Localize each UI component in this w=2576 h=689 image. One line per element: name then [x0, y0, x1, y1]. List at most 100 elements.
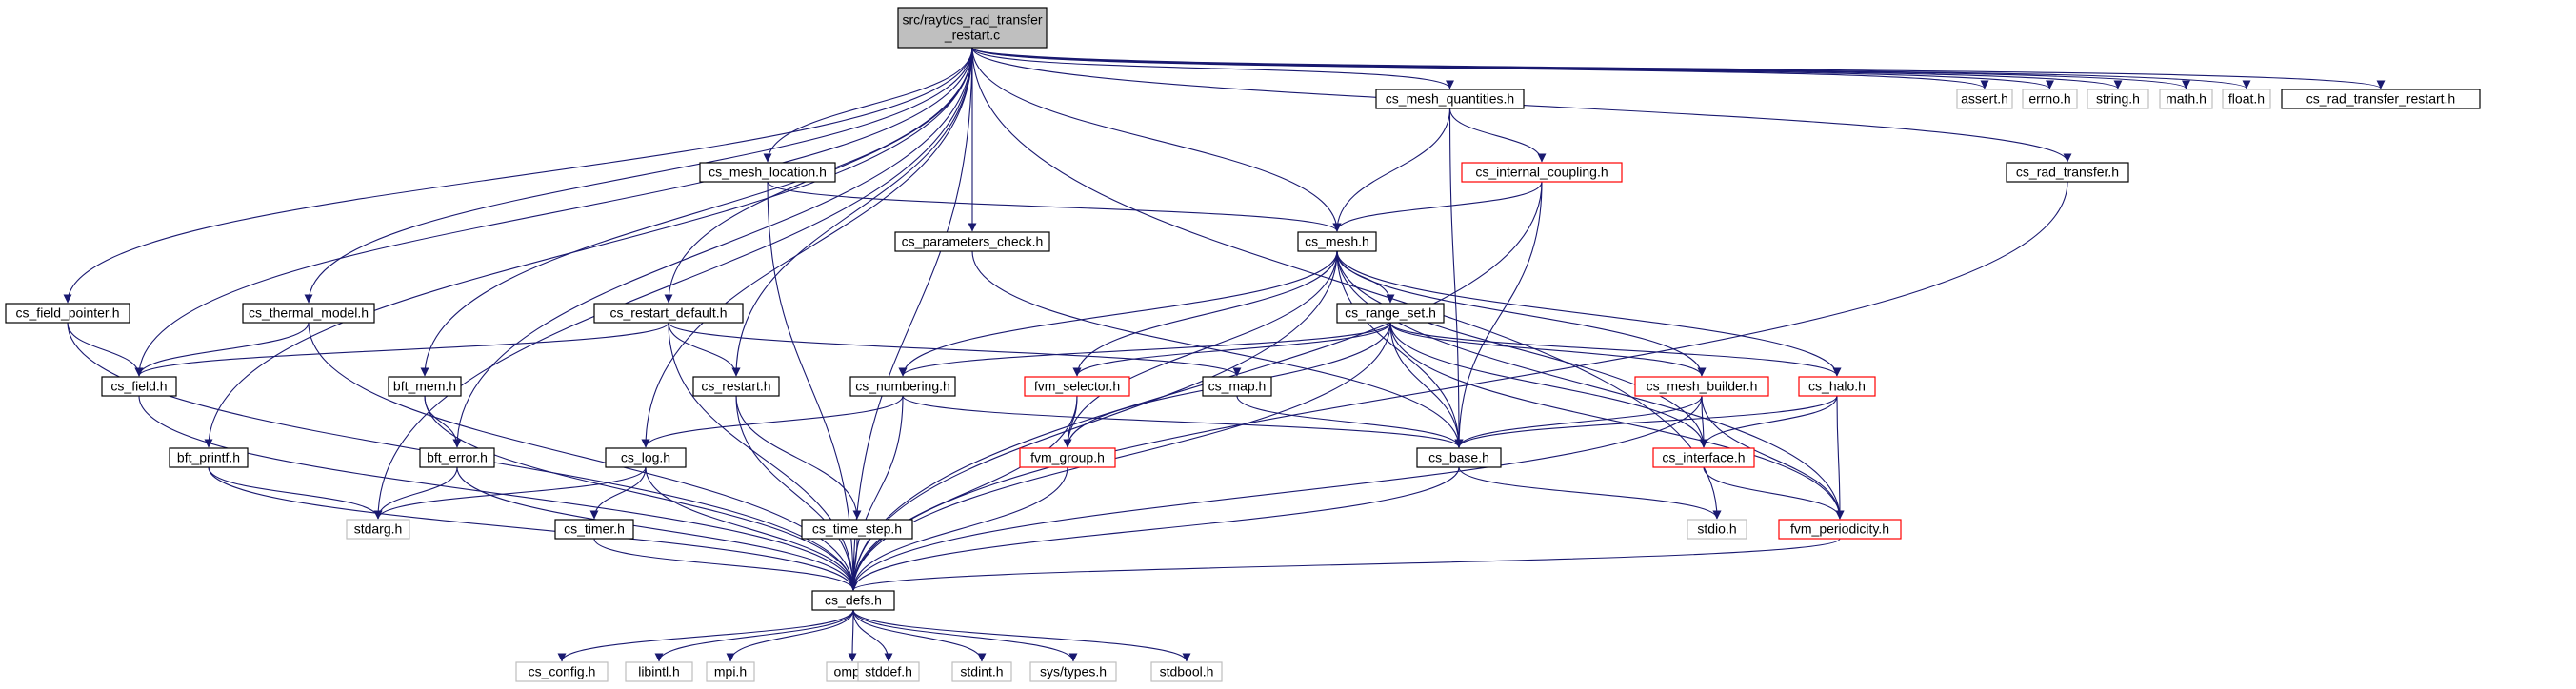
edge-fvm_selector-to-cs_defs [849, 395, 1078, 591]
node-stdarg[interactable]: stdarg.h [346, 519, 410, 540]
edge-cs_internal_coupling-to-cs_mesh [1332, 181, 1543, 232]
edge-fvm_group-to-cs_defs [849, 466, 1068, 591]
edge-cs_parameters_check-to-cs_base [971, 250, 1464, 448]
node-box [1375, 89, 1525, 109]
node-label: cs_log.h [621, 450, 670, 465]
node-box [625, 661, 693, 682]
node-stddef[interactable]: stddef.h [857, 661, 920, 682]
node-box [1778, 519, 1902, 540]
edge-cs_log-to-cs_timer [589, 466, 647, 520]
node-label: cs_mesh_location.h [709, 165, 827, 180]
node-cs-time-step[interactable]: cs_time_step.h [801, 519, 913, 540]
edge-cs_mesh_quantities-to-cs_mesh [1332, 108, 1451, 232]
edges-layer [63, 47, 2386, 662]
node-cs-rad-transfer[interactable]: cs_rad_transfer.h [2006, 162, 2129, 183]
node-label: cs_config.h [529, 664, 596, 679]
node-root[interactable]: src/rayt/cs_rad_transfer_restart.c [897, 7, 1048, 49]
edge-cs_range_set-to-cs_halo [1389, 322, 1842, 377]
node-box [101, 376, 177, 397]
node-math[interactable]: math.h [2159, 89, 2213, 109]
node-cs-mesh[interactable]: cs_mesh.h [1297, 231, 1377, 252]
node-cs-rad-transfer-restart-h[interactable]: cs_rad_transfer_restart.h [2281, 89, 2481, 109]
edge-fvm_periodicity-to-cs_defs [849, 538, 1841, 591]
edge-cs_defs-to-stdbool [852, 609, 1191, 662]
edge-cs_internal_coupling-to-cs_base [1454, 181, 1543, 448]
node-label: stdbool.h [1160, 664, 1214, 679]
node-fvm-selector[interactable]: fvm_selector.h [1024, 376, 1130, 397]
node-box [1150, 661, 1223, 682]
node-label: cs_defs.h [825, 593, 882, 608]
node-cs-config[interactable]: cs_config.h [515, 661, 609, 682]
node-mpi[interactable]: mpi.h [706, 661, 755, 682]
node-cs-restart[interactable]: cs_restart.h [692, 376, 780, 397]
node-label: cs_time_step.h [812, 522, 902, 537]
node-cs-thermal-model[interactable]: cs_thermal_model.h [242, 303, 375, 324]
edge-cs_mesh-to-cs_base [1336, 250, 1464, 448]
edge-cs_restart_default-to-cs_map [668, 322, 1242, 377]
node-box [2281, 89, 2481, 109]
node-label: cs_rad_transfer_restart.h [2306, 91, 2455, 107]
node-stdio[interactable]: stdio.h [1687, 519, 1747, 540]
edge-root-to-stdarg [373, 47, 973, 520]
node-cs-mesh-quantities[interactable]: cs_mesh_quantities.h [1375, 89, 1525, 109]
node-cs-halo[interactable]: cs_halo.h [1798, 376, 1876, 397]
node-box [801, 519, 913, 540]
node-cs-timer[interactable]: cs_timer.h [554, 519, 634, 540]
edge-cs_log-to-stdarg [373, 466, 647, 520]
node-cs-restart-default[interactable]: cs_restart_default.h [593, 303, 744, 324]
edge-cs_halo-to-cs_interface [1699, 395, 1838, 448]
node-bft-printf[interactable]: bft_printf.h [169, 447, 249, 468]
edge-cs_defs-to-mpi [726, 609, 854, 662]
node-libintl[interactable]: libintl.h [625, 661, 693, 682]
node-box [1798, 376, 1876, 397]
edge-cs_mesh_builder-to-cs_defs [849, 395, 1703, 591]
node-label: cs_interface.h [1662, 450, 1745, 465]
edge-root-to-cs_field_pointer [63, 47, 973, 304]
edge-cs_interface-to-fvm_periodicity [1703, 466, 1845, 520]
node-fvm-periodicity[interactable]: fvm_periodicity.h [1778, 519, 1902, 540]
edge-cs_mesh_quantities-to-cs_internal_coupling [1448, 108, 1547, 163]
node-label: float.h [2228, 91, 2265, 107]
node-errno[interactable]: errno.h [2022, 89, 2078, 109]
node-cs-range-set[interactable]: cs_range_set.h [1336, 303, 1445, 324]
node-box [419, 447, 495, 468]
node-cs-defs[interactable]: cs_defs.h [811, 590, 895, 611]
node-box [894, 231, 1050, 252]
node-cs-interface[interactable]: cs_interface.h [1652, 447, 1755, 468]
node-cs-mesh-location[interactable]: cs_mesh_location.h [699, 162, 836, 183]
node-box [2006, 162, 2129, 183]
node-box [2087, 89, 2149, 109]
node-cs-field-pointer[interactable]: cs_field_pointer.h [5, 303, 130, 324]
edge-root-to-bft_error [452, 47, 973, 448]
node-stdbool[interactable]: stdbool.h [1150, 661, 1223, 682]
node-cs-internal-coupling[interactable]: cs_internal_coupling.h [1461, 162, 1623, 183]
edge-cs_range_set-to-fvm_periodicity [1389, 322, 1845, 520]
node-cs-base[interactable]: cs_base.h [1416, 447, 1502, 468]
node-fvm-group[interactable]: fvm_group.h [1019, 447, 1116, 468]
edge-cs_halo-to-cs_base [1454, 395, 1838, 448]
node-cs-mesh-builder[interactable]: cs_mesh_builder.h [1634, 376, 1769, 397]
edge-cs_restart-to-cs_time_step [735, 395, 862, 520]
node-label: bft_printf.h [177, 450, 240, 465]
edge-cs_defs-to-sys_types [852, 609, 1078, 662]
node-cs-log[interactable]: cs_log.h [605, 447, 687, 468]
node-float[interactable]: float.h [2222, 89, 2271, 109]
node-cs-field[interactable]: cs_field.h [101, 376, 177, 397]
node-label: cs_mesh_quantities.h [1386, 91, 1514, 107]
edge-root-to-cs_mesh_location [763, 47, 973, 163]
node-box [857, 661, 920, 682]
node-sys-types[interactable]: sys/types.h [1029, 661, 1117, 682]
node-label: cs_mesh.h [1305, 234, 1369, 249]
edge-cs_timer-to-cs_defs [593, 538, 858, 591]
node-box [593, 303, 744, 324]
node-assert[interactable]: assert.h [1956, 89, 2013, 109]
node-bft-mem[interactable]: bft_mem.h [388, 376, 462, 397]
node-string[interactable]: string.h [2087, 89, 2149, 109]
node-cs-parameters-check[interactable]: cs_parameters_check.h [894, 231, 1050, 252]
node-cs-numbering[interactable]: cs_numbering.h [849, 376, 956, 397]
edge-cs_log-to-cs_defs [645, 466, 858, 591]
node-bft-error[interactable]: bft_error.h [419, 447, 495, 468]
edge-cs_mesh-to-cs_numbering [898, 250, 1338, 377]
node-cs-map[interactable]: cs_map.h [1202, 376, 1272, 397]
node-stdint[interactable]: stdint.h [951, 661, 1012, 682]
